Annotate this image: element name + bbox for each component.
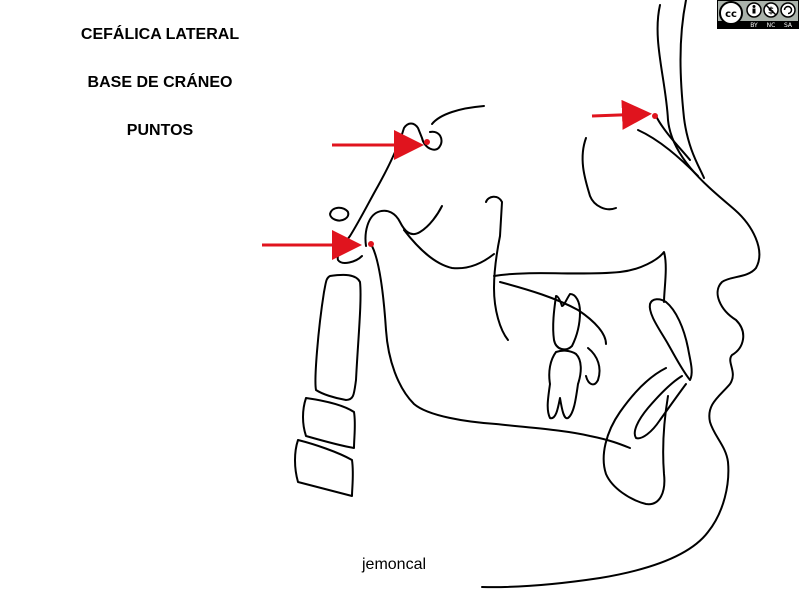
creative-commons-by-nc-sa-icon[interactable]: cc $ BY NC SA: [717, 0, 799, 29]
cc-nc-label: NC: [767, 22, 776, 29]
title-line-2: BASE DE CRÁNEO: [87, 74, 233, 91]
cranial-base-contour: [431, 105, 485, 125]
basion-marker: [262, 230, 374, 260]
mandibular-ramus: [371, 245, 631, 449]
sigmoid-notch: [403, 229, 495, 270]
cervical-vertebra-3: [302, 397, 356, 449]
title-line-3: PUNTOS: [126, 122, 194, 139]
nasion-point: [652, 113, 658, 119]
sella-point: [424, 139, 430, 145]
palatal-plane: [493, 251, 667, 303]
soft-tissue-profile: [481, 4, 761, 589]
lower-molar: [546, 349, 582, 420]
svg-text:$: $: [768, 7, 774, 17]
cc-by-label: BY: [750, 22, 758, 29]
cervical-vertebra-4: [294, 439, 354, 497]
cervical-vertebra-2: [314, 273, 362, 401]
upper-molar: [552, 293, 581, 351]
arrow-right-icon: [591, 99, 652, 130]
nasion-soft-line: [655, 115, 691, 161]
upper-incisor: [648, 298, 693, 381]
cc-sa-label: SA: [784, 22, 793, 29]
orbit-contour: [581, 137, 617, 211]
maxilla-lower: [499, 281, 607, 345]
frontal-line: [637, 129, 699, 177]
atlas-ring: [329, 206, 350, 222]
basion-point: [368, 241, 374, 247]
coronoid-process: [485, 195, 509, 341]
condyle: [364, 205, 443, 247]
lower-incisor: [633, 375, 687, 440]
premolar-contact: [585, 347, 601, 386]
nasion-marker: [591, 99, 658, 130]
nasal-bone-line: [679, 0, 705, 179]
title-line-1: CEFÁLICA LATERAL: [80, 26, 240, 43]
author-credit: jemoncal: [362, 556, 427, 573]
svg-text:cc: cc: [725, 9, 737, 20]
sella-marker: [332, 130, 430, 160]
mandibular-symphysis: [602, 367, 669, 506]
